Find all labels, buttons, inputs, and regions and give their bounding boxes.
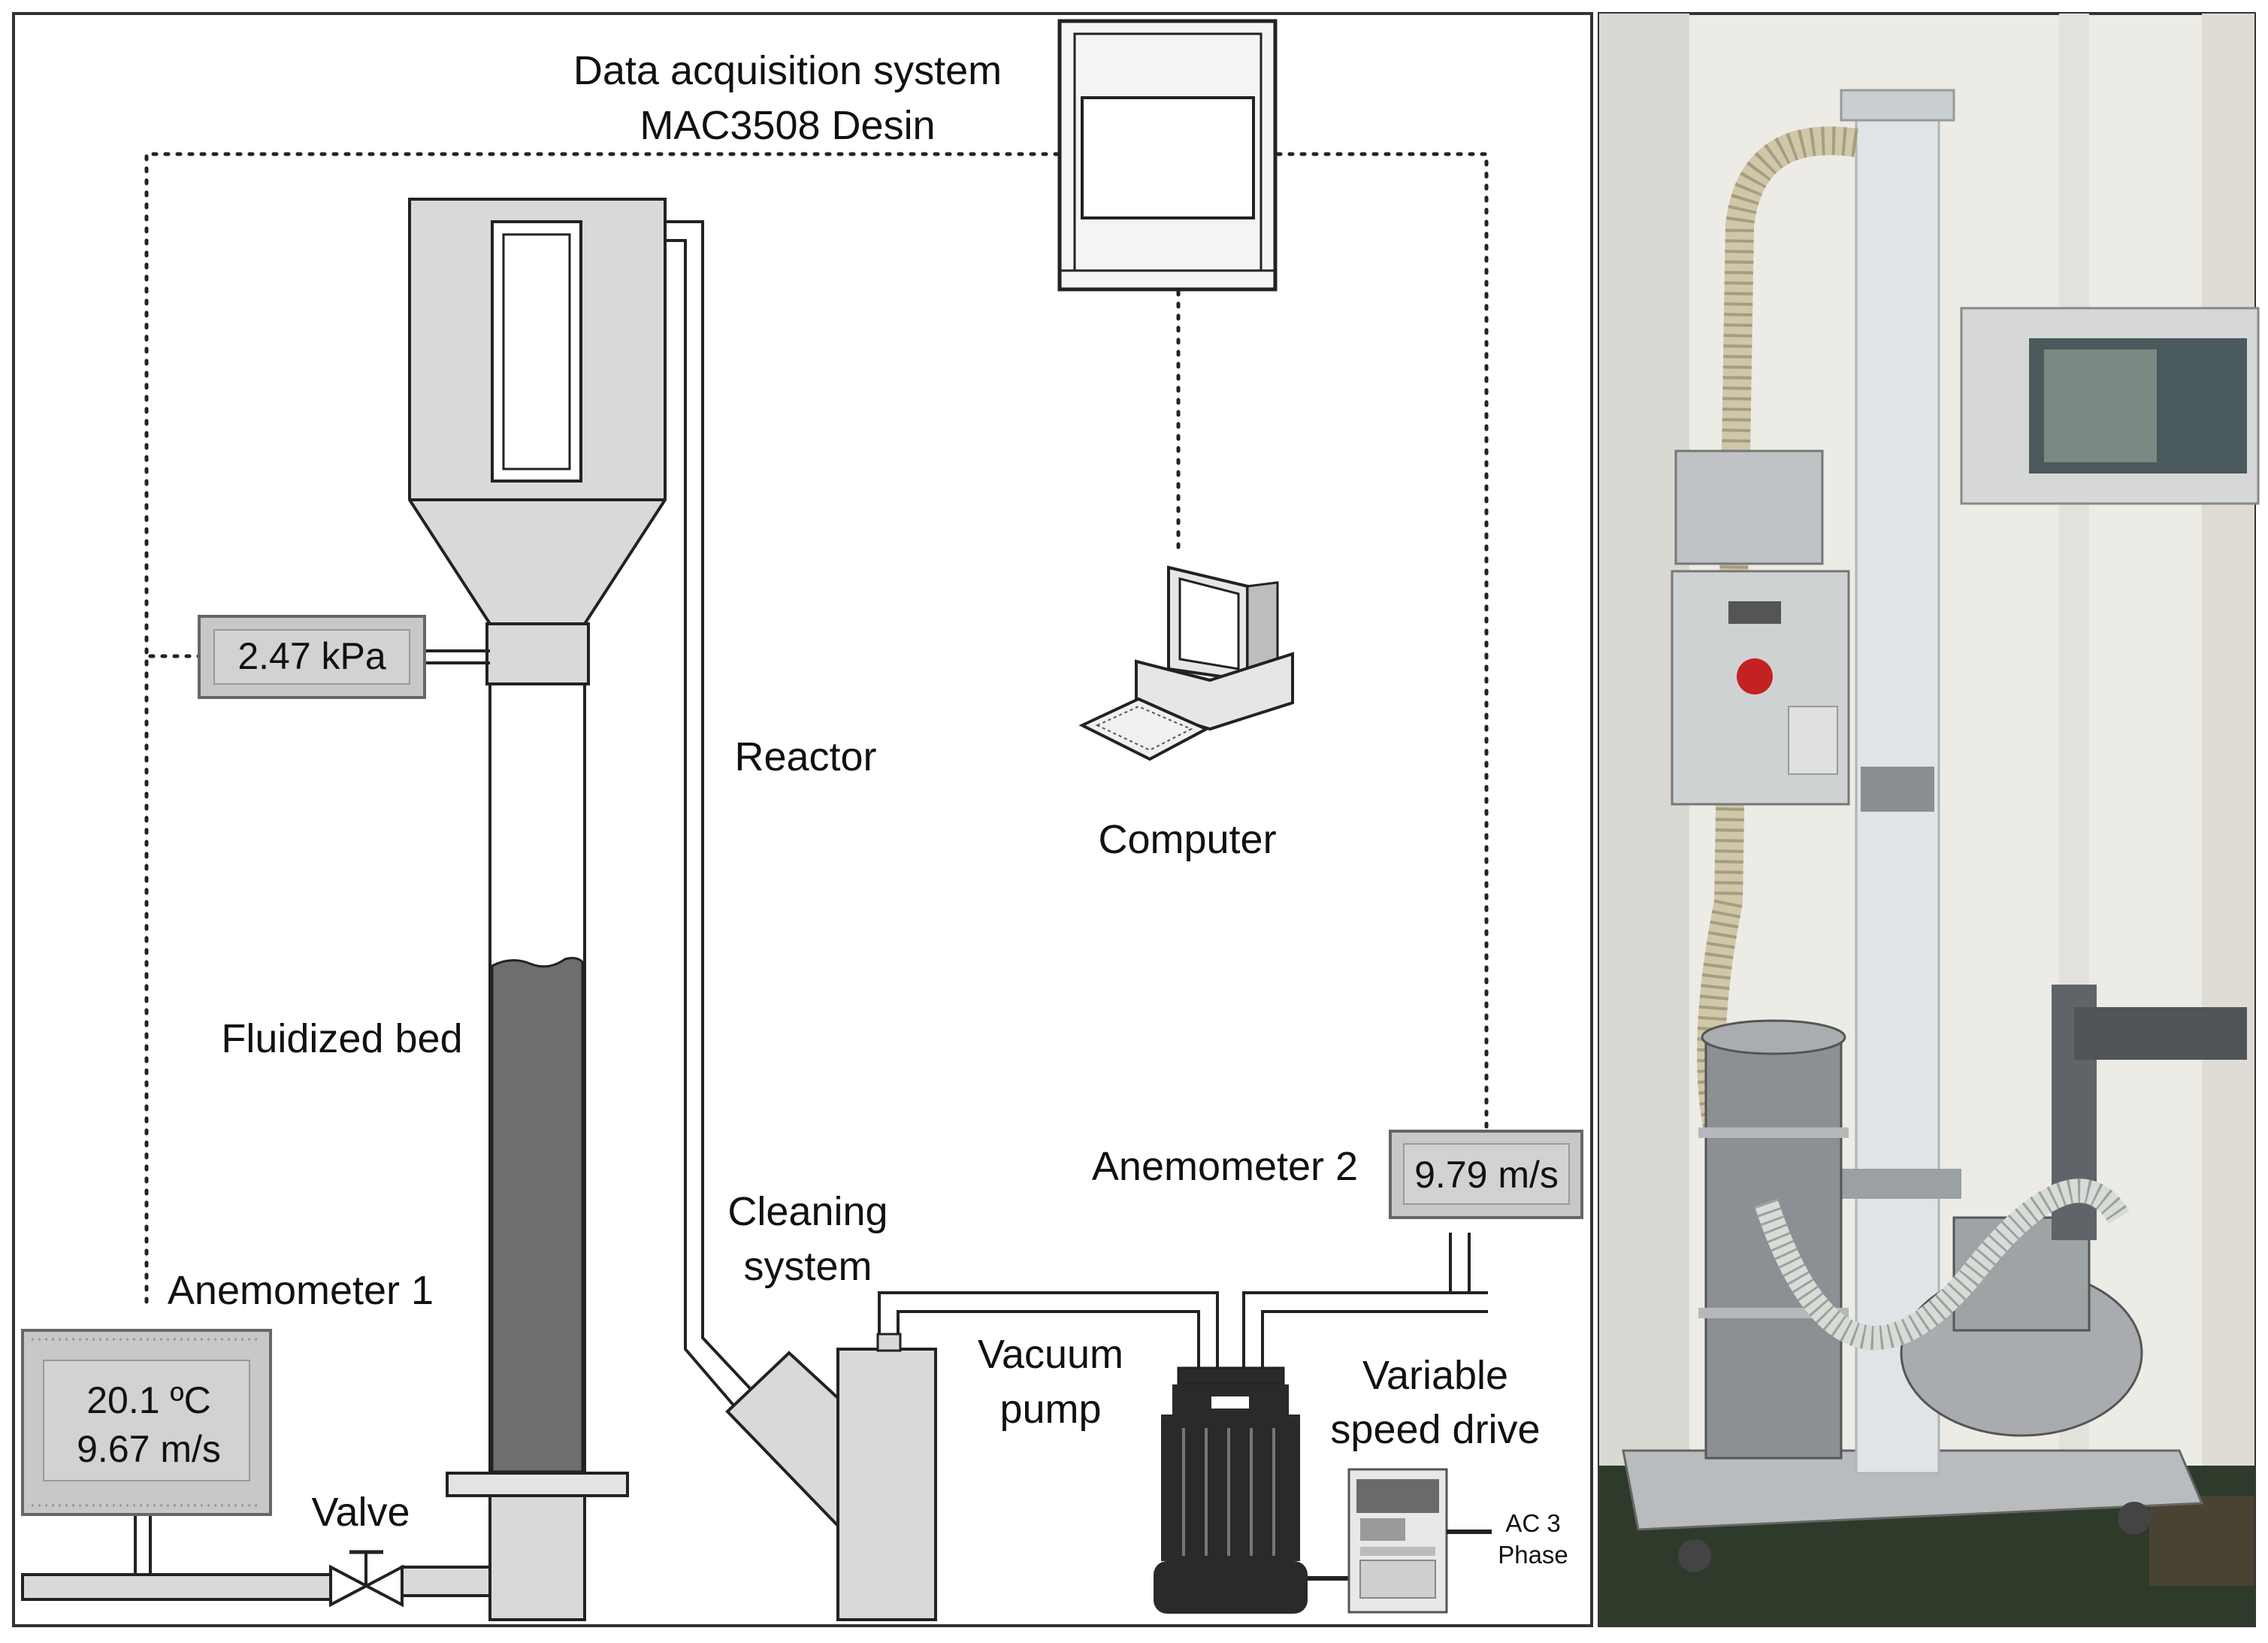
- reactor-outlet-pipe: [665, 220, 761, 1415]
- valve-label: Valve: [311, 1490, 410, 1535]
- anemometer1-speed-readout: 9.67 m/s: [77, 1428, 221, 1470]
- pump-inlet-pipe: [878, 1291, 1219, 1372]
- anemometer1-display: [21, 1329, 272, 1516]
- daq-unit: [1057, 19, 1278, 292]
- daq-label-line2: MAC3508 Desin: [640, 103, 935, 148]
- pressure-readout: 2.47 kPa: [237, 635, 386, 677]
- vacuum-pump-label-line2: pump: [999, 1387, 1101, 1432]
- experimental-setup-photo: [1598, 12, 2260, 1627]
- computer-icon: [1078, 565, 1294, 761]
- vacuum-pump: [1154, 1366, 1308, 1614]
- vacuum-pump-label-line1: Vacuum: [978, 1332, 1123, 1377]
- variable-speed-drive: [1347, 1468, 1448, 1614]
- anemometer2-speed-readout: 9.79 m/s: [1414, 1154, 1559, 1196]
- anemometer1-temp-readout: 20.1 ºC: [86, 1379, 211, 1421]
- fluidized-bed-fill: [491, 957, 584, 1473]
- variable-speed-drive-label-line1: Variable: [1362, 1353, 1508, 1398]
- inlet-pipe: [21, 1514, 491, 1601]
- fluidized-bed-label: Fluidized bed: [221, 1016, 462, 1061]
- reactor: [408, 198, 667, 1621]
- anemometer2-label: Anemometer 2: [1092, 1144, 1358, 1189]
- ac-phase-label-line2: Phase: [1498, 1541, 1568, 1569]
- pump-outlet-pipe: [1242, 1233, 1471, 1372]
- anemometer1-label: Anemometer 1: [168, 1268, 434, 1313]
- variable-speed-drive-label-line2: speed drive: [1330, 1407, 1540, 1452]
- daq-label-line1: Data acquisition system: [573, 48, 1002, 93]
- ac-phase-label-line1: AC 3: [1505, 1509, 1560, 1537]
- cleaning-system: [725, 1333, 937, 1621]
- anemometer2-display: [1389, 1130, 1583, 1219]
- reactor-label: Reactor: [734, 734, 876, 779]
- cleaning-system-label-line1: Cleaning: [727, 1189, 888, 1234]
- pressure-display: [198, 615, 426, 699]
- schematic-frame: [12, 12, 1593, 1627]
- signal-lines: [144, 152, 1489, 1310]
- cleaning-system-label-line2: system: [743, 1244, 872, 1289]
- valve-symbol: [329, 1550, 404, 1608]
- computer-label: Computer: [1098, 817, 1276, 862]
